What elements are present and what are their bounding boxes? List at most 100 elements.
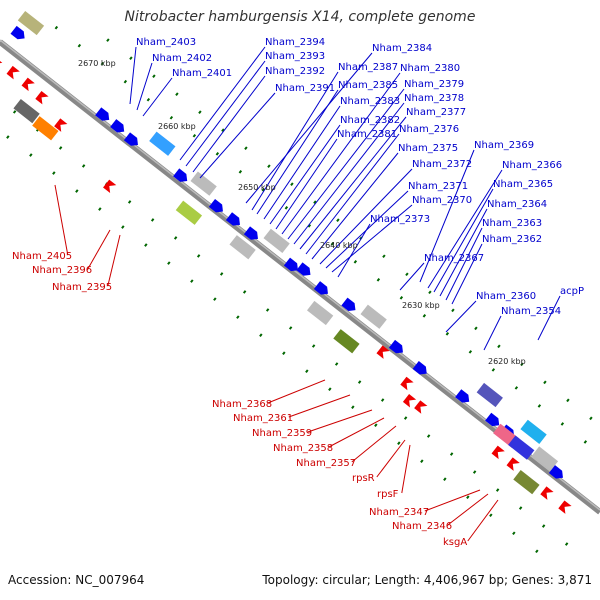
gene-box bbox=[513, 470, 540, 495]
gc-dot bbox=[380, 398, 385, 402]
gene-arrow bbox=[10, 25, 25, 40]
accession-text: Accession: NC_007964 bbox=[8, 573, 145, 587]
kbp-tick-label: 2640 kbp bbox=[320, 241, 358, 250]
gc-dot bbox=[58, 146, 63, 150]
gene-labels: Nham_2403Nham_2402Nham_2401Nham_2394Nham… bbox=[12, 37, 584, 548]
gene-box bbox=[229, 235, 256, 260]
gc-dot bbox=[121, 225, 125, 229]
gc-dot bbox=[261, 187, 266, 192]
gc-dot bbox=[472, 470, 477, 474]
gc-dot bbox=[468, 350, 473, 354]
gene-arrow bbox=[208, 198, 223, 213]
leader-line bbox=[87, 229, 111, 270]
gene-box bbox=[531, 446, 559, 471]
leader-line bbox=[281, 72, 401, 235]
gc-dot bbox=[190, 279, 194, 283]
gene-box bbox=[32, 116, 59, 141]
gene-box bbox=[360, 304, 387, 329]
gc-dot bbox=[491, 368, 496, 372]
leader-line bbox=[185, 60, 266, 167]
gc-dot bbox=[236, 315, 240, 319]
gene-box bbox=[190, 171, 217, 196]
gene-label: Nham_2392 bbox=[265, 66, 325, 77]
gc-dot bbox=[238, 169, 243, 174]
gc-dot bbox=[150, 218, 155, 222]
leader-line bbox=[427, 169, 503, 289]
gene-label: Nham_2376 bbox=[399, 124, 459, 135]
gene-arrow bbox=[414, 400, 428, 414]
leader-line bbox=[483, 315, 502, 351]
gene-arrow bbox=[455, 389, 470, 403]
gc-dot bbox=[443, 477, 447, 482]
gc-dot bbox=[535, 549, 539, 554]
leader-line bbox=[351, 425, 397, 463]
gc-dot bbox=[305, 369, 309, 373]
gene-arrow bbox=[485, 412, 500, 427]
gc-dot bbox=[290, 182, 294, 187]
gc-dot bbox=[560, 422, 565, 426]
leader-line bbox=[445, 227, 483, 301]
gene-label: Nham_2360 bbox=[476, 291, 536, 302]
gc-dot bbox=[219, 272, 224, 276]
gc-dot bbox=[146, 97, 151, 102]
gc-dot bbox=[543, 380, 547, 385]
gene-arrow bbox=[540, 486, 554, 500]
gc-dot bbox=[265, 308, 270, 312]
gene-label: Nham_2405 bbox=[12, 251, 72, 262]
leader-line bbox=[275, 138, 338, 230]
gene-arrow bbox=[103, 179, 117, 194]
gc-dot bbox=[6, 135, 10, 139]
leader-line bbox=[136, 62, 153, 111]
gene-label: Nham_2358 bbox=[273, 443, 333, 454]
leader-line bbox=[54, 184, 69, 256]
gene-label: Nham_2384 bbox=[372, 43, 432, 54]
kbp-tick-label: 2630 kbp bbox=[402, 301, 440, 310]
gene-label: acpP bbox=[560, 286, 584, 297]
gc-dot bbox=[221, 128, 225, 132]
gene-box bbox=[520, 419, 547, 444]
leader-line bbox=[424, 489, 481, 512]
gene-label: Nham_2385 bbox=[338, 80, 398, 91]
gene-arrow bbox=[400, 376, 414, 391]
gc-dot bbox=[196, 254, 201, 258]
gc-dot bbox=[334, 362, 339, 366]
gene-arrow bbox=[35, 90, 49, 105]
gc-dot bbox=[445, 332, 450, 336]
gene-arrow bbox=[341, 297, 356, 312]
gc-dot bbox=[288, 326, 293, 330]
gene-label: Nham_2391 bbox=[275, 83, 335, 94]
gene-arrow bbox=[243, 226, 258, 240]
gene-label: Nham_2363 bbox=[482, 218, 542, 229]
leader-line bbox=[263, 105, 341, 220]
gc-dot bbox=[537, 404, 542, 408]
leader-line bbox=[419, 149, 475, 283]
gene-label: Nham_2364 bbox=[487, 199, 547, 210]
gc-dot bbox=[328, 387, 332, 391]
gc-dot bbox=[382, 254, 386, 259]
gc-dot bbox=[267, 164, 271, 168]
gc-dot bbox=[474, 326, 478, 331]
gene-label: Nham_2370 bbox=[412, 195, 472, 206]
gc-dot bbox=[514, 386, 519, 390]
gene-label: Nham_2368 bbox=[212, 399, 272, 410]
gene-label: Nham_2382 bbox=[340, 115, 400, 126]
gene-label: Nham_2378 bbox=[404, 93, 464, 104]
gc-dot bbox=[77, 43, 82, 48]
gene-label: ksgA bbox=[443, 537, 467, 548]
leader-line bbox=[199, 92, 276, 179]
gene-label: Nham_2403 bbox=[136, 37, 196, 48]
gc-dot bbox=[129, 56, 133, 60]
gc-dot bbox=[144, 243, 148, 247]
gene-box bbox=[13, 98, 40, 124]
gc-dot bbox=[449, 452, 454, 456]
gene-label: Nham_2380 bbox=[400, 63, 460, 74]
gene-arrow bbox=[313, 281, 328, 295]
leader-line bbox=[401, 444, 411, 494]
gene-arrow bbox=[123, 132, 138, 146]
gene-label: Nham_2366 bbox=[502, 160, 562, 171]
leader-line bbox=[256, 89, 339, 215]
gene-label: Nham_2373 bbox=[370, 214, 430, 225]
leader-line bbox=[305, 133, 400, 255]
gene-arrow bbox=[225, 212, 240, 226]
gene-arrow bbox=[95, 107, 110, 121]
